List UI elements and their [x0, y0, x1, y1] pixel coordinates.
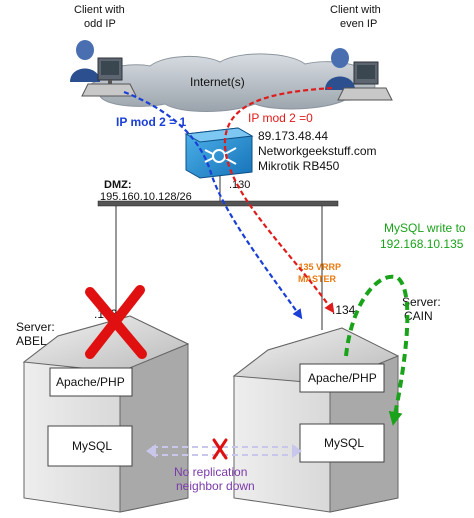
router: 89.173.48.44 Networkgeekstuff.com Mikrot… — [184, 127, 377, 191]
abel-apache-label: Apache/PHP — [56, 375, 125, 389]
cain-label-2: CAIN — [404, 309, 433, 323]
abel-label-1: Server: — [16, 320, 55, 334]
cain-vrrp-label-2: MASTER — [298, 274, 337, 284]
dmz-bus — [97, 200, 339, 207]
computer-icon — [337, 61, 393, 101]
abel-apache-box — [49, 367, 133, 397]
user-icon — [70, 40, 100, 82]
user-icon — [325, 48, 355, 90]
cain-apache-label: Apache/PHP — [308, 371, 377, 385]
abel-mysql-label: MySQL — [72, 439, 112, 453]
client-even-label-1: Client with — [330, 4, 381, 16]
cain-apache-box — [299, 363, 385, 393]
router-ip: 89.173.48.44 — [258, 129, 328, 143]
odd-rule-label: IP mod 2 = 1 — [116, 115, 186, 129]
client-odd: Client with odd IP — [70, 4, 137, 97]
even-traffic-path — [223, 86, 335, 314]
cain-vrrp-label-1: .135 VRRP — [296, 262, 341, 272]
cain-label-1: Server: — [402, 295, 441, 309]
abel-mysql-box — [47, 425, 133, 467]
replication-failure-icon — [212, 438, 228, 460]
odd-traffic-path — [123, 90, 303, 320]
replication-label-2: neighbor down — [176, 479, 255, 493]
internet-label: Internet(s) — [190, 75, 245, 89]
server-abel: Apache/PHP MySQL Server: ABEL .133 — [16, 307, 190, 513]
failure-cross-icon — [85, 285, 147, 359]
cain-mysql-label: MySQL — [324, 436, 364, 450]
even-rule-label: IP mod 2 =0 — [248, 111, 313, 125]
computer-icon — [81, 57, 137, 97]
client-even: Client with even IP — [325, 4, 393, 101]
cain-ip: .134 — [332, 303, 356, 317]
cain-mysql-box — [299, 423, 385, 463]
mysql-write-label-1: MySQL write to — [384, 221, 466, 235]
abel-label-2: ABEL — [16, 334, 47, 348]
client-odd-label-1: Client with — [74, 4, 125, 16]
mysql-write-label-2: 192.168.10.135 — [380, 237, 464, 251]
dmz-title: DMZ: — [104, 179, 132, 191]
dmz-subnet: 195.160.10.128/26 — [100, 191, 192, 203]
router-dmz-ip: .130 — [229, 179, 250, 191]
client-even-label-2: even IP — [340, 18, 377, 30]
client-odd-label-2: odd IP — [84, 18, 116, 30]
server-cain: Apache/PHP MySQL Server: CAIN .134 .135 … — [232, 262, 441, 513]
router-domain: Networkgeekstuff.com — [258, 144, 377, 158]
mysql-write-path — [344, 274, 410, 426]
replication-label-1: No replication — [174, 465, 247, 479]
router-model: Mikrotik RB450 — [258, 159, 340, 173]
